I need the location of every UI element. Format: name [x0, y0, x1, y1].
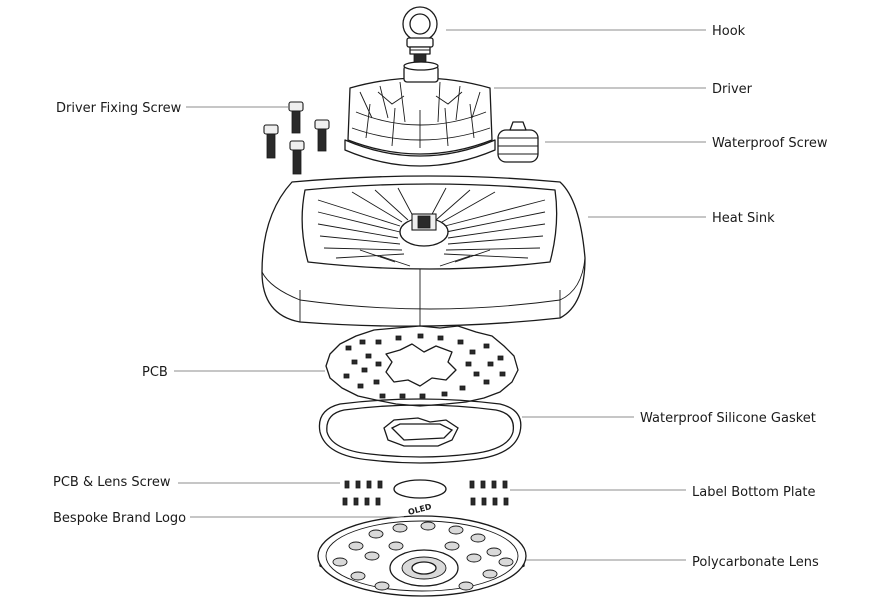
hook-part	[402, 6, 438, 67]
label-label-bottom-plate: Label Bottom Plate	[692, 485, 816, 500]
label-bottom-plate-part	[393, 479, 447, 499]
label-heat-sink: Heat Sink	[712, 211, 775, 226]
screw	[289, 140, 305, 175]
driver-part	[344, 61, 496, 167]
label-waterproof-screw: Waterproof Screw	[712, 136, 828, 151]
label-waterproof-silicone-gasket: Waterproof Silicone Gasket	[640, 411, 816, 426]
heat-sink-part	[261, 175, 586, 328]
driver-fixing-screws	[263, 101, 330, 175]
label-pcb: PCB	[142, 365, 168, 380]
pcb-lens-screws	[342, 480, 509, 506]
screw	[263, 124, 279, 159]
leader-lines	[174, 29, 706, 561]
pcb-part	[325, 325, 519, 407]
label-driver-fixing-screw: Driver Fixing Screw	[56, 101, 182, 116]
label-pcb-lens-screw: PCB & Lens Screw	[53, 475, 171, 490]
bespoke-brand-logo-part: OLED	[407, 502, 433, 517]
waterproof-screw-part	[497, 121, 539, 163]
polycarbonate-lens-part	[317, 515, 527, 597]
label-polycarbonate-lens: Polycarbonate Lens	[692, 555, 819, 570]
label-hook: Hook	[712, 24, 746, 39]
waterproof-silicone-gasket-part	[318, 398, 522, 464]
label-driver: Driver	[712, 82, 753, 97]
label-bespoke-brand-logo: Bespoke Brand Logo	[53, 511, 186, 526]
screw	[314, 119, 330, 152]
screw	[288, 101, 304, 134]
